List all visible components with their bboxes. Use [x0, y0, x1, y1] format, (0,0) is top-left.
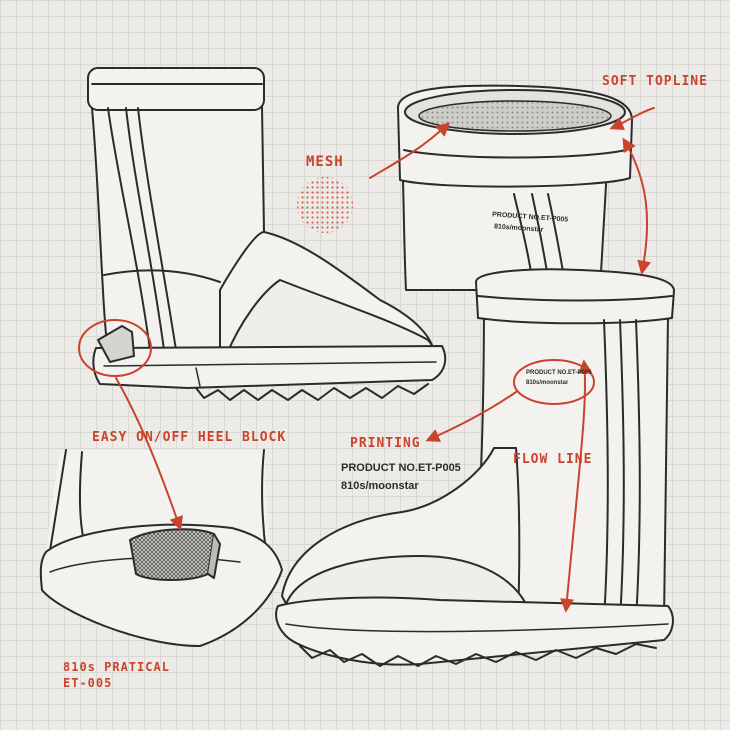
printing-circle — [513, 359, 595, 405]
label-model-code: ET-005 — [63, 676, 113, 690]
boot-heel-view — [39, 449, 283, 647]
topline-curve-arrow — [622, 137, 651, 275]
boot-side-view — [87, 67, 447, 401]
flow-line-arrow — [560, 359, 593, 613]
label-model-name: 810s PRATICAL — [63, 660, 170, 674]
printing-sample-product: PRODUCT NO.ET-P005 — [341, 462, 461, 474]
label-soft-topline: SOFT TOPLINE — [602, 74, 708, 89]
front-print-brand: 810s/moonstar — [526, 380, 569, 386]
boot-shaft-view — [397, 84, 633, 291]
label-flow-line: FLOW LINE — [513, 452, 593, 467]
topline-arrow — [609, 107, 655, 131]
label-mesh: MESH — [306, 154, 344, 170]
front-print-product: PRODUCT NO.ET-P005 — [526, 370, 592, 376]
mesh-arrow — [369, 122, 451, 179]
printing-arrow — [425, 391, 517, 442]
label-easy-heel-block: EASY ON/OFF HEEL BLOCK — [92, 430, 287, 445]
annotation-marks — [78, 107, 655, 613]
heel-block-arrow — [115, 377, 183, 531]
label-printing: PRINTING — [350, 436, 421, 451]
printing-sample-brand: 810s/moonstar — [341, 480, 419, 492]
heel-block-circle — [78, 319, 152, 377]
mesh-swatch — [297, 177, 353, 233]
